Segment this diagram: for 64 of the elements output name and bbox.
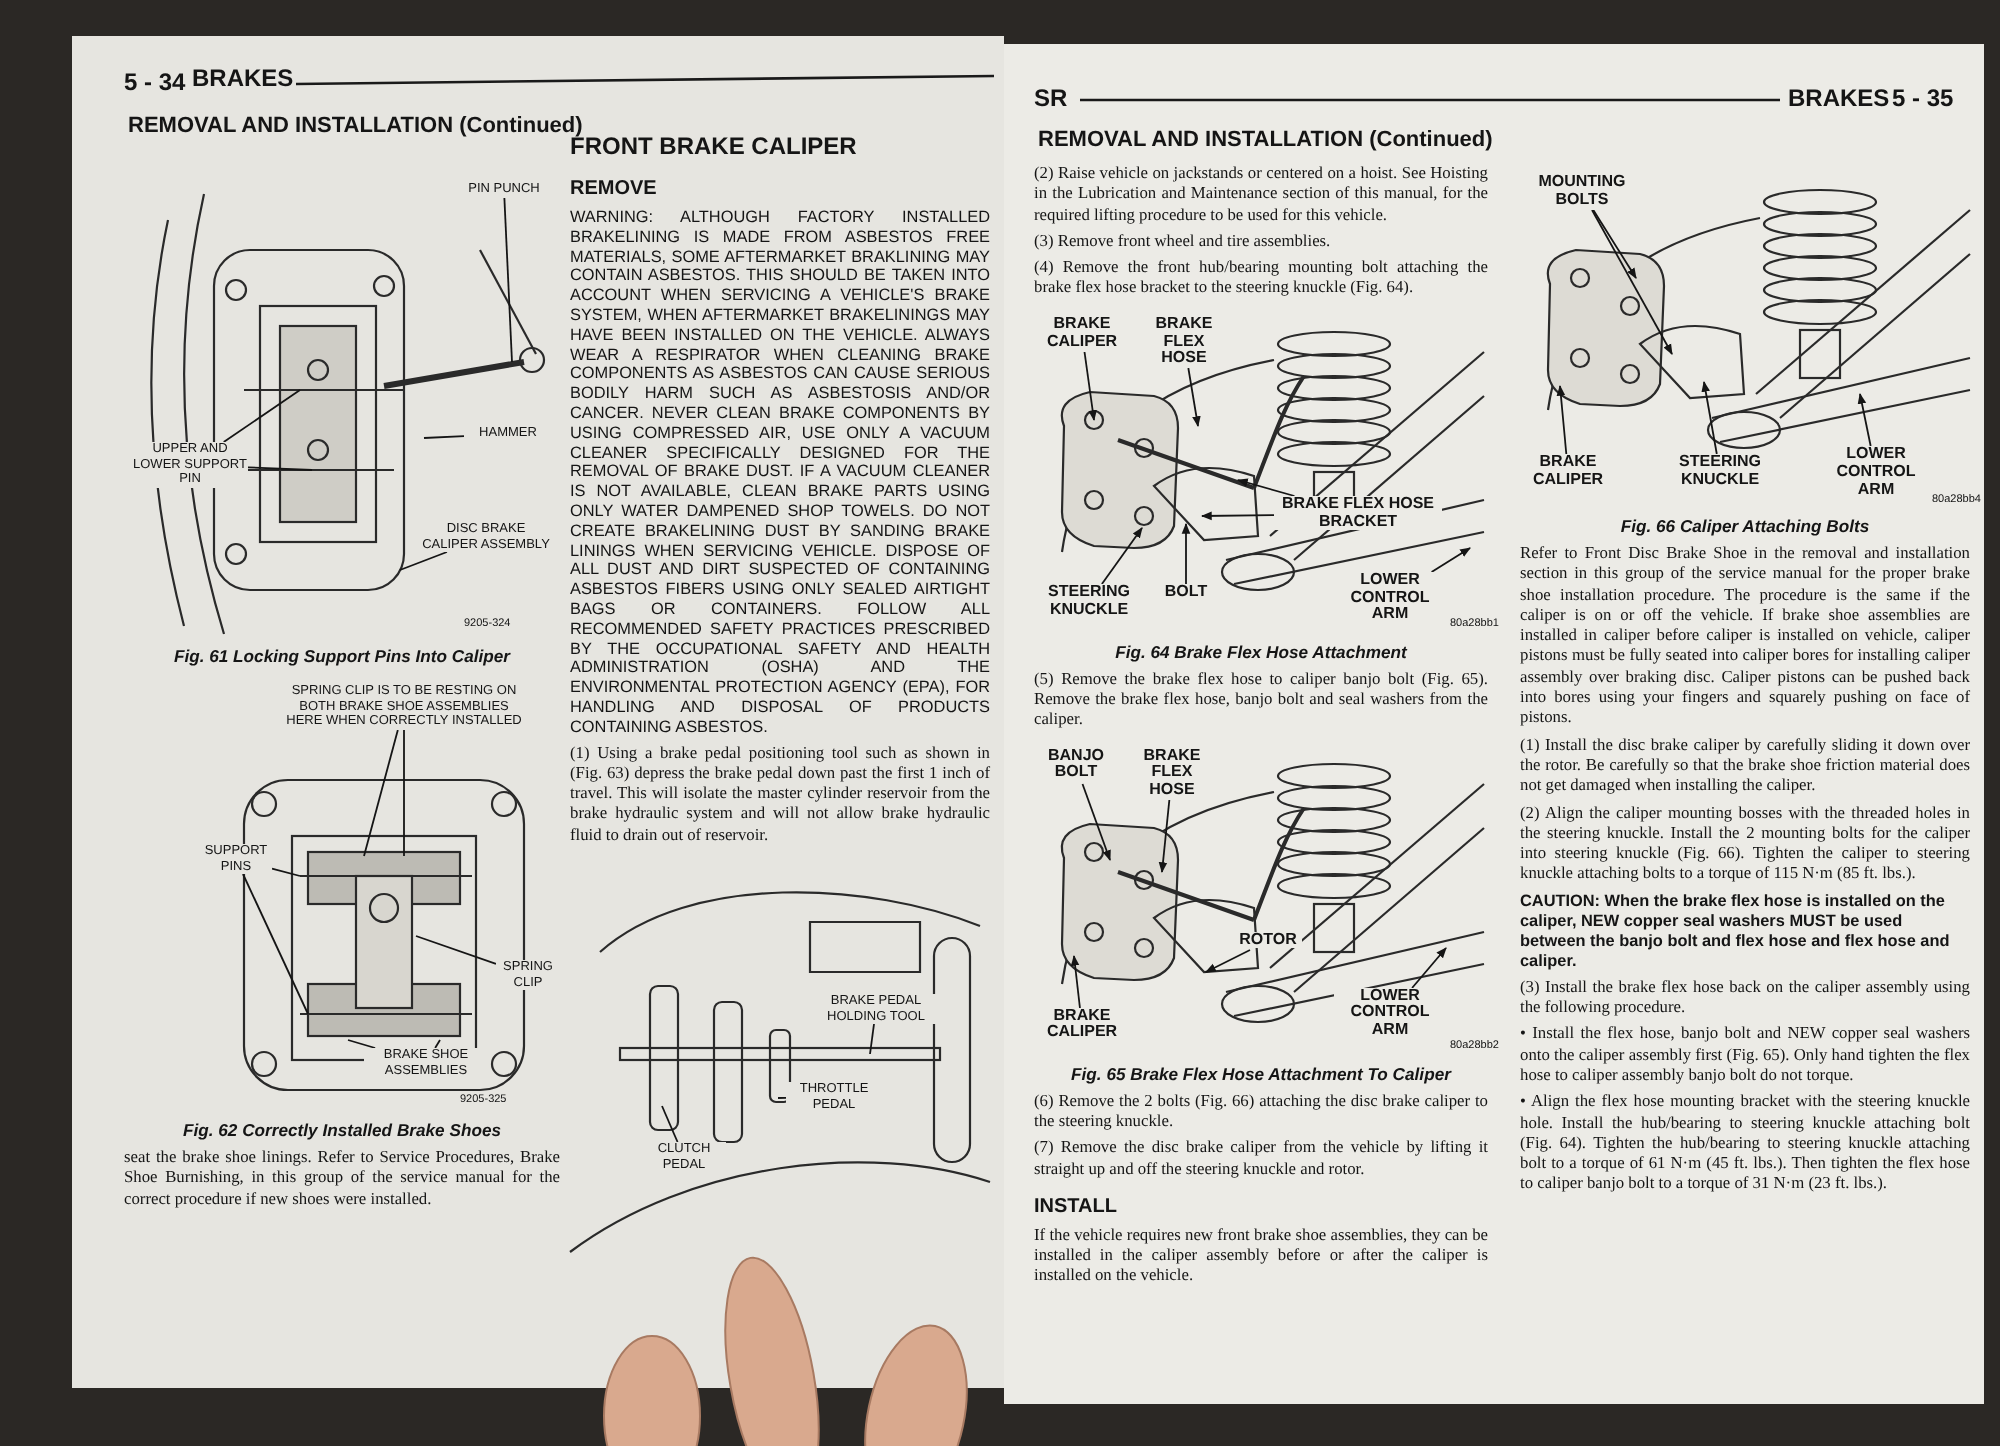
leader-line (415, 935, 497, 965)
body-text: (7) Remove the disc brake caliper from the vehicle by lifting it straight up and off the steering knuckle and rotor. (1034, 1138, 1488, 1180)
leader-line (403, 729, 405, 857)
leader-line (1556, 384, 1568, 455)
running-head: BRAKES (1788, 84, 1890, 112)
leader-line (503, 197, 513, 363)
leader-line (1083, 350, 1097, 421)
leader-line (247, 466, 313, 471)
body-text: (1) Install the disc brake caliper by carefully sliding it down over the rotor. Be carefully so that the brake shoe friction material does not get damaged when installing the caliper. (1520, 735, 1970, 798)
body-text: (3) Remove front wheel and tire assemblies. (1034, 231, 1333, 253)
leader-line (1701, 380, 1718, 455)
subheading: INSTALL (1034, 1193, 1119, 1220)
body-text: (2) Raise vehicle on jackstands or centered on a hoist. See Hoisting in the Lubrication and Maintenance section of this manual, for the required lifting procedure to be used for this vehicle. (1034, 164, 1488, 226)
body-text: (1) Using a brake pedal positioning tool such as shown in (Fig. 63) depress the brake pedal down past the first 1 inch of travel. This will isolate the master cylinder reservoir from the brake hydraulic system and will not allow brake hydraulic fluid to drain out of reservoir. (570, 743, 990, 846)
leader-line (1591, 209, 1673, 355)
leader-line (347, 1039, 377, 1049)
page-number: 5 - 35 (1892, 84, 1954, 112)
body-text: (5) Remove the brake flex hose to caliper banjo bolt (Fig. 65). Remove the brake flex hose, banjo bolt and seal washers from the caliper. (1034, 669, 1488, 732)
leader-line (1857, 392, 1872, 447)
leader-line (869, 1023, 875, 1055)
body-text: (4) Remove the front hub/bearing mounting bolt attaching the brake flex hose bracket to the steering knuckle (Fig. 64). (1034, 258, 1488, 300)
leader-line (1430, 546, 1471, 573)
figure-caption: Fig. 66 Caliper Attaching Bolts (1618, 516, 1872, 538)
leader-line (222, 389, 301, 443)
body-text: • Align the flex hose mounting bracket with the steering knuckle hole. Install the hub/bearing to steering knuckle attaching bolt (Fig. 64). Tighten the hub/bearing to steering knuckle attaching bolt to a torque of 61 N·m (45 ft. lbs.). Then tighten the flex hose to caliper banjo bolt to a torque of 31 N·m (23 ft. lbs.). (1520, 1092, 1970, 1196)
figure-caption: Fig. 64 Brake Flex Hose Attachment (1113, 641, 1410, 664)
leader-line (1181, 522, 1191, 585)
subheading: REMOVE (570, 176, 659, 202)
leader-line (1592, 209, 1637, 279)
leader-line (399, 551, 448, 571)
body-text: (2) Align the caliper mounting bosses with the threaded holes in the steering knuckle. Install the 2 mounting bolts for the caliper into steering knuckle (Fig. 66). Tighten the caliper to steering knuckle attaching bolts to a torque of 115 N·m (85 ft. lbs.). (1520, 803, 1970, 886)
leader-line (242, 873, 309, 1015)
body-text: If the vehicle requires new front brake shoe assemblies, they can be installed in the caliper assembly before or after the caliper is installed on the vehicle. (1034, 1225, 1488, 1288)
leader-line (1187, 366, 1201, 427)
body-text: (6) Remove the 2 bolts (Fig. 66) attaching the disc brake caliper to the steering knuckle. (1034, 1091, 1488, 1133)
running-head: BRAKES (192, 64, 294, 92)
leader-line (1158, 798, 1171, 873)
leader-line (1101, 526, 1143, 585)
caution-text: CAUTION: When the brake flex hose is installed on the caliper, NEW copper seal washers MUST be used between the banjo bolt and flex hose and flex hose and caliper. (1520, 891, 1952, 972)
body-text: Refer to Front Disc Brake Shoe in the removal and installation section in this group of the service manual for the proper brake shoe installation procedure. The procedure is the same if the caliper is on or off the vehicle. If brake shoe assemblies are installed in caliper before caliper is installed on vehicle, caliper pistons must be fully seated into caliper bores for installing caliper assembly over braking disc. Caliper pistons can be pushed back into bores using your fingers and squarely pushing on face of pistons. (1520, 544, 1970, 730)
leader-line (1070, 954, 1081, 1009)
running-head: SR (1034, 84, 1068, 112)
leader-line (434, 1039, 441, 1049)
leader-line (1411, 946, 1447, 989)
figure-caption: Fig. 61 Locking Support Pins Into Caliper (171, 646, 513, 668)
leader-line (423, 435, 465, 439)
section-heading: REMOVAL AND INSTALLATION (Continued) (1038, 128, 1493, 154)
part-label: BRAKE FLEX HOSE BRACKET (1274, 495, 1442, 531)
leader-line (1236, 478, 1296, 497)
section-heading: REMOVAL AND INSTALLATION (Continued) (128, 114, 583, 138)
leader-line (777, 1096, 787, 1099)
body-text: seat the brake shoe linings. Refer to Service Procedures, Brake Shoe Burnishing, in this group of the service manual for the correct procedure if new shoes were installed. (124, 1148, 560, 1210)
body-text: (3) Install the brake flex hose back on the caliper assembly using the following procedure. (1520, 977, 1970, 1019)
leader-line (661, 1105, 679, 1143)
leader-line (1200, 511, 1275, 520)
figure-caption: Fig. 62 Correctly Installed Brake Shoes (180, 1120, 504, 1142)
leader-line (1205, 948, 1251, 973)
page-number: 5 - 34 (124, 68, 186, 96)
leader-line (363, 729, 399, 857)
leader-line (1081, 782, 1111, 861)
figure-caption: Fig. 65 Brake Flex Hose Attachment To Caliper (1069, 1063, 1454, 1086)
body-text: • Install the flex hose, banjo bolt and NEW copper seal washers onto the caliper assembly first (Fig. 65). Only hand tighten the flex hose to caliper assembly banjo bolt do not torque. (1520, 1024, 1970, 1087)
leader-line (271, 867, 301, 877)
warning-text: WARNING: ALTHOUGH FACTORY INSTALLED BRAKELINING IS MADE FROM ASBESTOS FREE MATERIALS, SOME AFTERMARKET BRAKLINING MAY CONTAIN ASBESTOS. THIS SHOULD BE TAKEN INTO ACCOUNT WHEN SERVICING A VEHICLE'S BRAKE SYSTEM, WHEN AFTERMARKET BRAKELININGS MAY HAVE BEEN INSTALLED ON THE VEHICLE. ALWAYS WEAR A RESPIRATOR WHEN CLEANING BRAKE COMPONENTS AS ASBESTOS CAN CAUSE SERIOUS BODILY HARM SUCH AS ASBESTOSIS AND/OR CANCER. NEVER CLEAN BRAKE COMPONENTS BY USING COMPRESSED AIR, USE ONLY A VACUUM CLEANER SPECIFICALLY DESIGNED FOR THE REMOVAL OF BRAKE DUST. IF A VACUUM CLEANER IS NOT AVAILABLE, CLEAN BRAKE PARTS USING ONLY WATER DAMPENED SHOP TOWELS. DO NOT CREATE BRAKELINING DUST BY SANDING BRAKE LININGS WHEN SERVICING VEHICLE. DISPOSE OF ALL DUST AND DIRT SUSPECTED OF CONTAINING ASBESTOS FIBERS USING ONLY SEALED AIRTIGHT BAGS OR CONTAINERS. FOLLOW ALL RECOMMENDED SAFETY PRACTICES PRESCRIBED BY THE OCCUPATIONAL SAFETY AND HEALTH ADMINISTRATION (OSHA) AND THE ENVIRONMENTAL PROTECTION AGENCY (EPA), FOR HANDLING AND DISPOSAL OF PRODUCTS CONTAINING ASBESTOS. (570, 208, 990, 738)
